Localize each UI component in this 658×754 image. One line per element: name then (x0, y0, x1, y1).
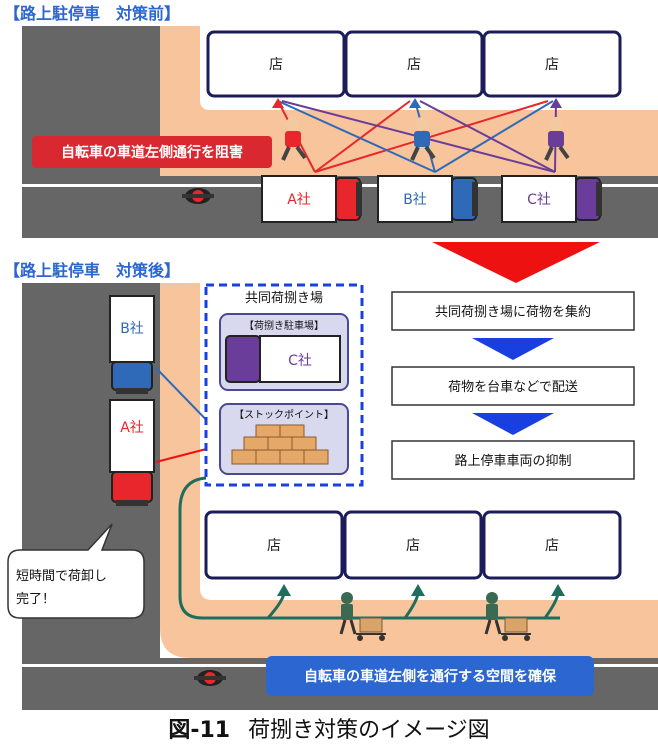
facility-title: 共同荷捌き場 (245, 290, 323, 306)
before-warning-badge: 自転車の車道左側通行を阻害 (32, 136, 272, 168)
shop-label: 店 (545, 538, 559, 554)
shop-label: 店 (267, 538, 281, 554)
after-sidewalk (160, 283, 658, 658)
shop-label: 店 (407, 57, 421, 73)
step-3-text: 路上停車車両の抑制 (454, 453, 571, 469)
cyclist-after-icon (194, 670, 226, 686)
courier-a-icon (281, 117, 307, 161)
truck-a-parked-label: A社 (120, 420, 144, 436)
shop-label: 店 (269, 57, 283, 73)
joint-loading-facility: 共同荷捌き場 【荷捌き駐車場】 C社 【ストックポイント】 (204, 283, 364, 487)
before-sidewalk (160, 26, 658, 176)
result-badge: 自転車の車道左側を通行する空間を確保 (266, 656, 594, 696)
speech-bubble: 短時間で荷卸し 完了！ (7, 523, 145, 619)
stacked-boxes-icon (231, 424, 329, 465)
delivery-route (178, 476, 560, 620)
shop-label: 店 (545, 57, 559, 73)
courier-b-icon (410, 117, 436, 161)
truck-b: B社 (377, 175, 478, 223)
after-street-scene: B社 A社 共同荷捌き場 【荷捌き駐車場】 C社 (7, 283, 658, 710)
loading-parking-box: 【荷捌き駐車場】 C社 (219, 313, 349, 391)
shop-label: 店 (406, 538, 420, 554)
truck-c-label: C社 (527, 192, 551, 208)
after-title: 【路上駐停車 対策後】 (4, 261, 180, 280)
truck-a-parked: A社 (109, 399, 155, 506)
step-1-box (391, 291, 635, 331)
step-arrow-1 (472, 338, 554, 360)
step-2-text: 荷物を台車などで配送 (448, 380, 578, 395)
before-warning-text: 自転車の車道左側通行を阻害 (61, 144, 243, 161)
after-shop-3: 店 (482, 510, 622, 580)
after-shop-2: 店 (343, 510, 483, 580)
result-text: 自転車の車道左側を通行する空間を確保 (304, 668, 557, 685)
stock-point-box: 【ストックポイント】 (219, 403, 349, 475)
stock-point-label: 【ストックポイント】 (234, 409, 334, 421)
step-3-box (391, 440, 635, 480)
truck-c: C社 (501, 175, 602, 223)
before-street-scene: 店 店 店 (22, 26, 658, 238)
courier-c-icon (544, 117, 570, 161)
route-arrowheads (277, 584, 565, 596)
truck-a: A社 (261, 175, 362, 223)
truck-b-parked: B社 (109, 295, 155, 394)
truck-a-label: A社 (287, 192, 311, 208)
before-shop-3: 店 (482, 30, 622, 98)
trolley-worker-2-icon (484, 592, 531, 641)
transition-arrow (432, 242, 600, 283)
cyclist-icon (182, 188, 214, 204)
truck-b-label: B社 (403, 192, 427, 208)
figure-caption: 図-11 荷捌き対策のイメージ図 (0, 712, 658, 744)
figure-caption-text: 荷捌き対策のイメージ図 (248, 718, 490, 743)
process-steps: 共同荷捌き場に荷物を集約 荷物を台車などで配送 路上停車車両の抑制 (391, 291, 635, 480)
before-shop-2: 店 (344, 30, 484, 98)
speech-line-2: 完了！ (16, 592, 55, 607)
step-arrow-2 (472, 413, 554, 435)
step-2-box (391, 366, 635, 406)
step-1-text: 共同荷捌き場に荷物を集約 (435, 304, 591, 320)
loading-parking-label: 【荷捌き駐車場】 (244, 319, 324, 332)
before-title: 【路上駐停車 対策前】 (4, 4, 180, 23)
speech-line-1: 短時間で荷卸し (16, 568, 107, 584)
trolley-worker-1-icon (339, 592, 386, 641)
truck-b-parked-label: B社 (120, 321, 144, 337)
parking-truck-label: C社 (288, 353, 312, 369)
figure-number: 図-11 (168, 718, 231, 743)
before-shop-1: 店 (206, 30, 346, 98)
after-shop-1: 店 (204, 510, 344, 580)
